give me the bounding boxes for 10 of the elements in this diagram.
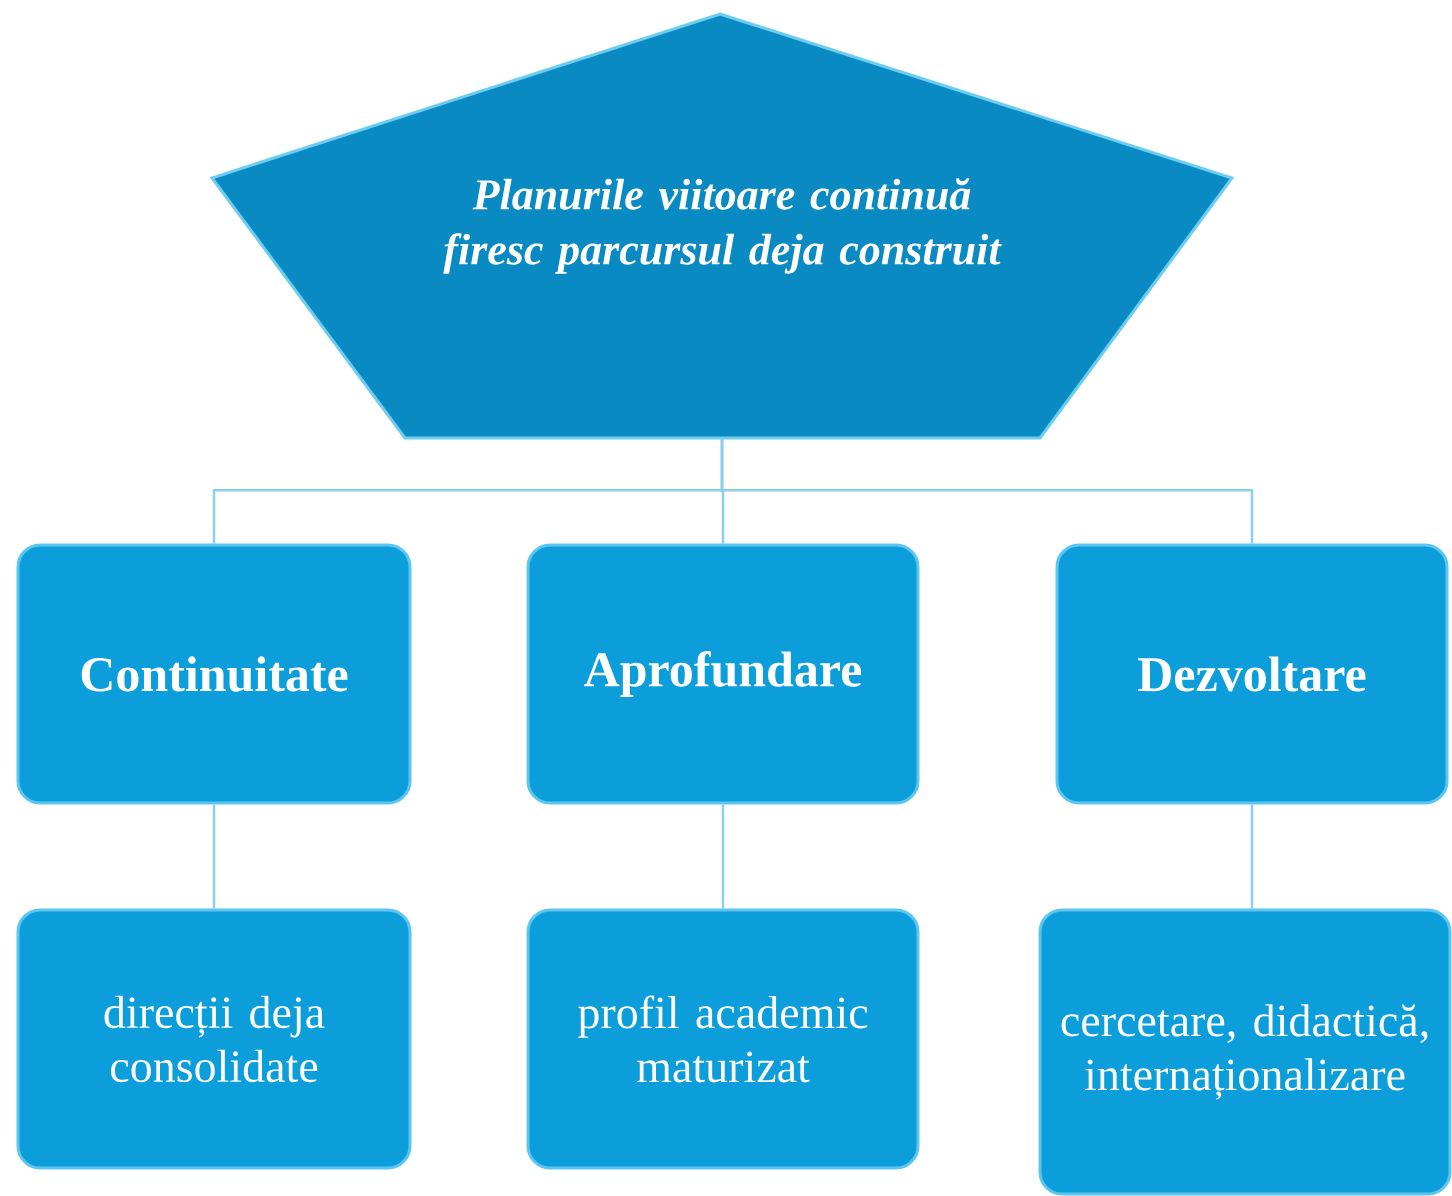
category-box: Continuitate	[16, 543, 412, 805]
connector-line	[1250, 804, 1254, 909]
connector-line	[720, 438, 1254, 544]
connector-line	[721, 804, 725, 909]
category-box: Aprofundare	[526, 543, 920, 805]
connector-line	[212, 804, 216, 909]
detail-box: direcții deja consolidate	[16, 908, 412, 1170]
category-box: Dezvoltare	[1055, 543, 1449, 805]
detail-box: profil academic maturizat	[526, 908, 920, 1170]
detail-box: cercetare, didactică, internaționalizare	[1038, 908, 1452, 1196]
